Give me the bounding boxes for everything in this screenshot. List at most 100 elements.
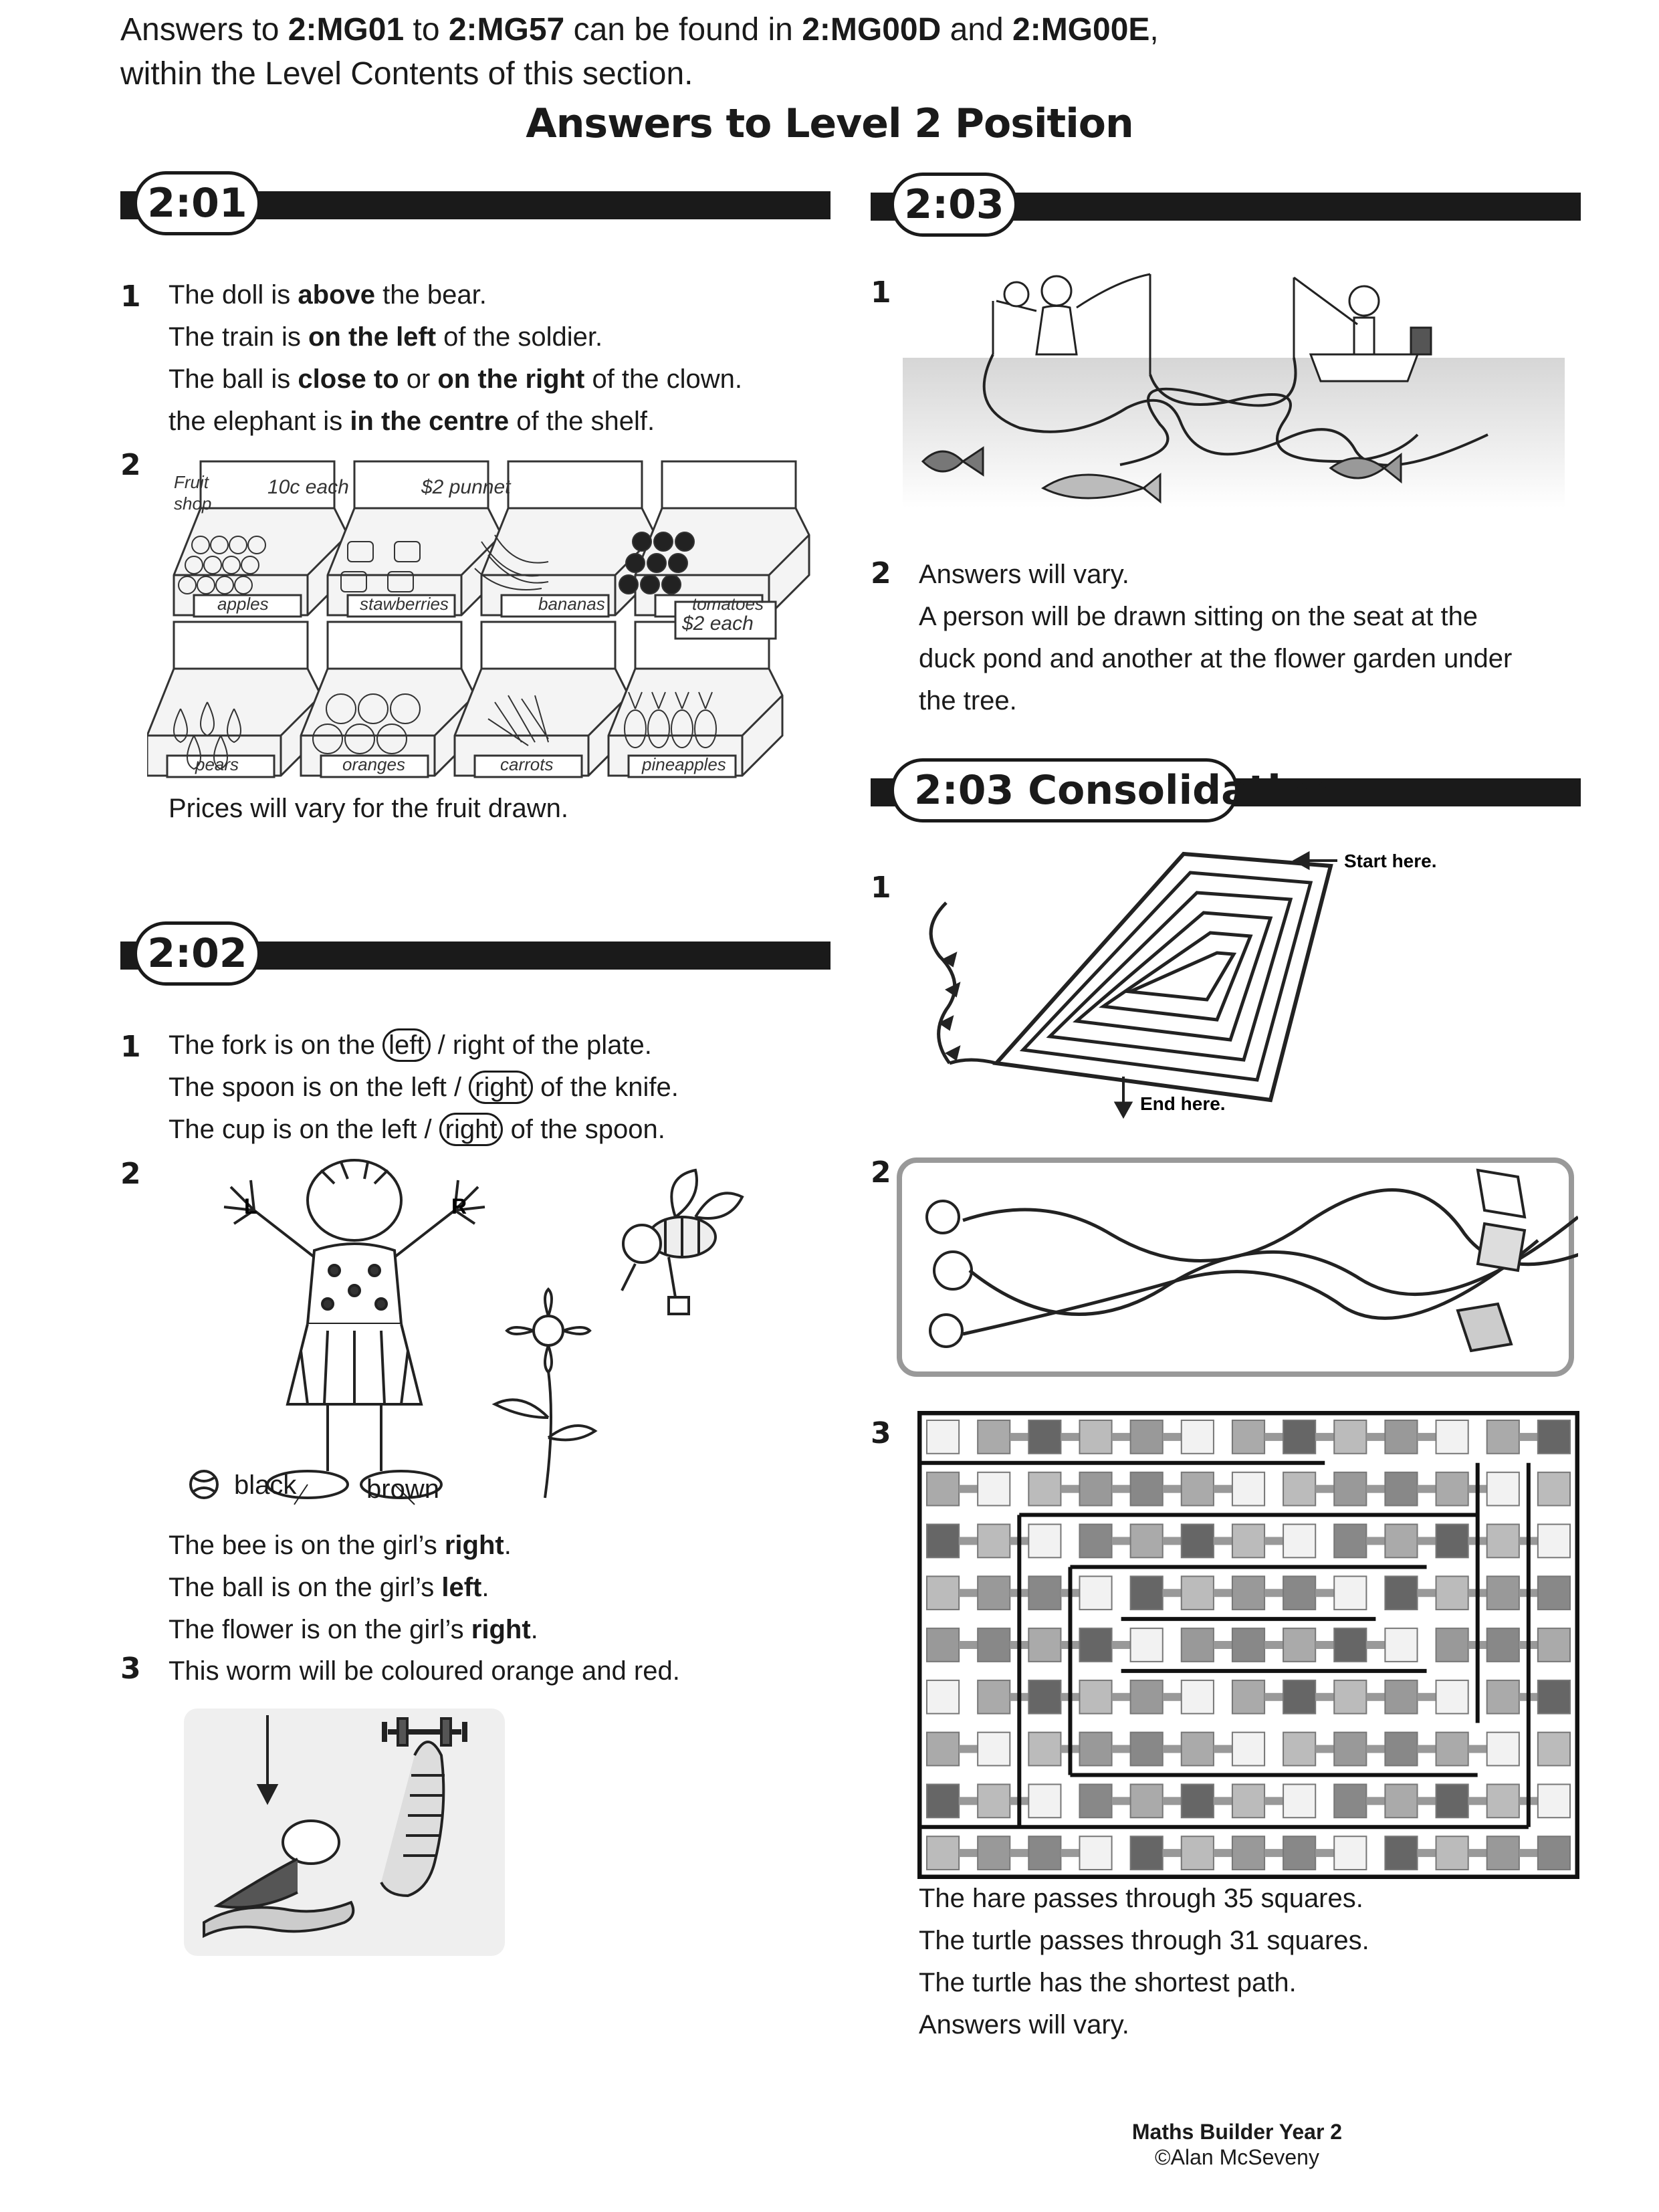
maze-square xyxy=(1384,1420,1418,1454)
maze-square xyxy=(1180,1628,1214,1662)
maze-square xyxy=(1231,1783,1266,1819)
maze-link xyxy=(1315,1692,1335,1701)
maze-square xyxy=(977,1523,1011,1559)
maze-link xyxy=(1417,1849,1436,1858)
intro-line-1: Answers to 2:MG01 to 2:MG57 can be found… xyxy=(120,12,1159,47)
maze-link xyxy=(1264,1849,1284,1858)
maze-square xyxy=(1129,1628,1164,1662)
label-strawberries: stawberries xyxy=(360,594,449,614)
maze-square xyxy=(1333,1783,1367,1819)
maze-square xyxy=(1283,1575,1317,1611)
question-number: 2 xyxy=(871,556,891,590)
maze-link xyxy=(1061,1849,1080,1858)
maze-square xyxy=(1384,1523,1418,1559)
maze-square xyxy=(977,1420,1011,1454)
answer-line: the elephant is in the centre of the she… xyxy=(169,407,655,436)
maze-square xyxy=(926,1836,960,1871)
maze-link xyxy=(1315,1641,1335,1649)
maze-link xyxy=(1519,1849,1538,1858)
question-number: 1 xyxy=(871,275,891,310)
maze-link xyxy=(1468,1797,1487,1805)
maze-square xyxy=(977,1783,1011,1819)
answer-line: The fork is on the left / right of the p… xyxy=(169,1024,679,1067)
maze-link xyxy=(1366,1745,1386,1753)
maze-link xyxy=(1366,1692,1386,1701)
maze-square xyxy=(1537,1628,1571,1662)
maze-link xyxy=(1366,1484,1386,1493)
question-number: 1 xyxy=(120,280,141,314)
maze-link xyxy=(1366,1537,1386,1545)
maze-square xyxy=(1283,1783,1317,1819)
maze-square xyxy=(1283,1731,1317,1767)
maze-link xyxy=(1162,1745,1182,1753)
answer-line: The turtle passes through 31 squares. xyxy=(919,1926,1369,1955)
maze-square xyxy=(1537,1783,1571,1819)
label-tomatoes: tomatoes xyxy=(692,594,764,614)
maze-square xyxy=(1537,1731,1571,1767)
question-number: 2 xyxy=(120,448,141,482)
maze-link xyxy=(1264,1589,1284,1597)
intro-line-2: within the Level Contents of this sectio… xyxy=(120,56,693,92)
maze-link xyxy=(1111,1692,1131,1701)
fishing-illustration xyxy=(903,273,1565,508)
maze-square xyxy=(1231,1471,1266,1507)
answer-line: The turtle has the shortest path. xyxy=(919,1968,1297,1997)
maze-link xyxy=(1213,1745,1232,1753)
maze-square xyxy=(1129,1420,1164,1454)
maze-link xyxy=(1010,1432,1029,1441)
answer-line: The ball is on the girl’s left. xyxy=(169,1573,489,1602)
hand-left-label: L xyxy=(244,1194,257,1218)
maze-link xyxy=(1213,1849,1232,1858)
maze-link xyxy=(1111,1745,1131,1753)
answer-line: A person will be drawn sitting on the se… xyxy=(919,602,1478,631)
maze-square xyxy=(1486,1575,1520,1611)
maze-square xyxy=(1180,1420,1214,1454)
maze-end-label: End here. xyxy=(1140,1093,1226,1114)
maze-square xyxy=(1079,1679,1113,1715)
maze-link xyxy=(1213,1484,1232,1493)
maze-link xyxy=(1162,1432,1182,1441)
maze-link xyxy=(1417,1692,1436,1701)
shoe-right-label: brown xyxy=(366,1474,439,1504)
maze-square xyxy=(1435,1783,1469,1819)
question-number: 3 xyxy=(120,1652,141,1686)
label-apples: apples xyxy=(217,594,269,614)
maze-square xyxy=(1537,1679,1571,1715)
intro-text: Answers to 2:MG01 to 2:MG57 can be found… xyxy=(120,8,1159,96)
maze-square xyxy=(1028,1679,1062,1715)
sign-apples: 10c each xyxy=(267,476,349,498)
cons-q3-answers: The hare passes through 35 squares. The … xyxy=(919,1878,1369,2046)
maze-link xyxy=(959,1641,978,1649)
maze-square xyxy=(1028,1836,1062,1871)
maze-link xyxy=(1468,1745,1487,1753)
maze-link xyxy=(1366,1797,1386,1805)
maze-square xyxy=(1283,1836,1317,1871)
maze-square xyxy=(1180,1783,1214,1819)
maze-square xyxy=(1129,1783,1164,1819)
maze-square xyxy=(1435,1575,1469,1611)
maze-square xyxy=(1028,1628,1062,1662)
maze-square xyxy=(1180,1471,1214,1507)
maze-square xyxy=(977,1731,1011,1767)
label-bananas: bananas xyxy=(538,594,605,614)
maze-square xyxy=(1283,1523,1317,1559)
answer-line: duck pond and another at the flower gard… xyxy=(919,644,1513,673)
maze-square xyxy=(977,1679,1011,1715)
maze-square xyxy=(1129,1679,1164,1715)
maze-square xyxy=(977,1628,1011,1662)
maze-link xyxy=(1519,1432,1538,1441)
maze-square xyxy=(1435,1523,1469,1559)
sign-strawberries: $2 punnet xyxy=(421,476,512,498)
maze-link xyxy=(1111,1537,1131,1545)
maze-square xyxy=(1028,1420,1062,1454)
maze-square xyxy=(1283,1420,1317,1454)
maze-link xyxy=(1061,1484,1080,1493)
answer-line: the tree. xyxy=(919,686,1017,715)
maze-square xyxy=(1333,1731,1367,1767)
maze-square xyxy=(1435,1679,1469,1715)
maze-link xyxy=(1315,1432,1335,1441)
shop-label-line1: Fruit xyxy=(174,472,210,492)
kite-maze-illustration: Start here. End here. xyxy=(929,851,1437,1119)
maze-link xyxy=(1162,1849,1182,1858)
circled-answer: left xyxy=(382,1028,431,1062)
